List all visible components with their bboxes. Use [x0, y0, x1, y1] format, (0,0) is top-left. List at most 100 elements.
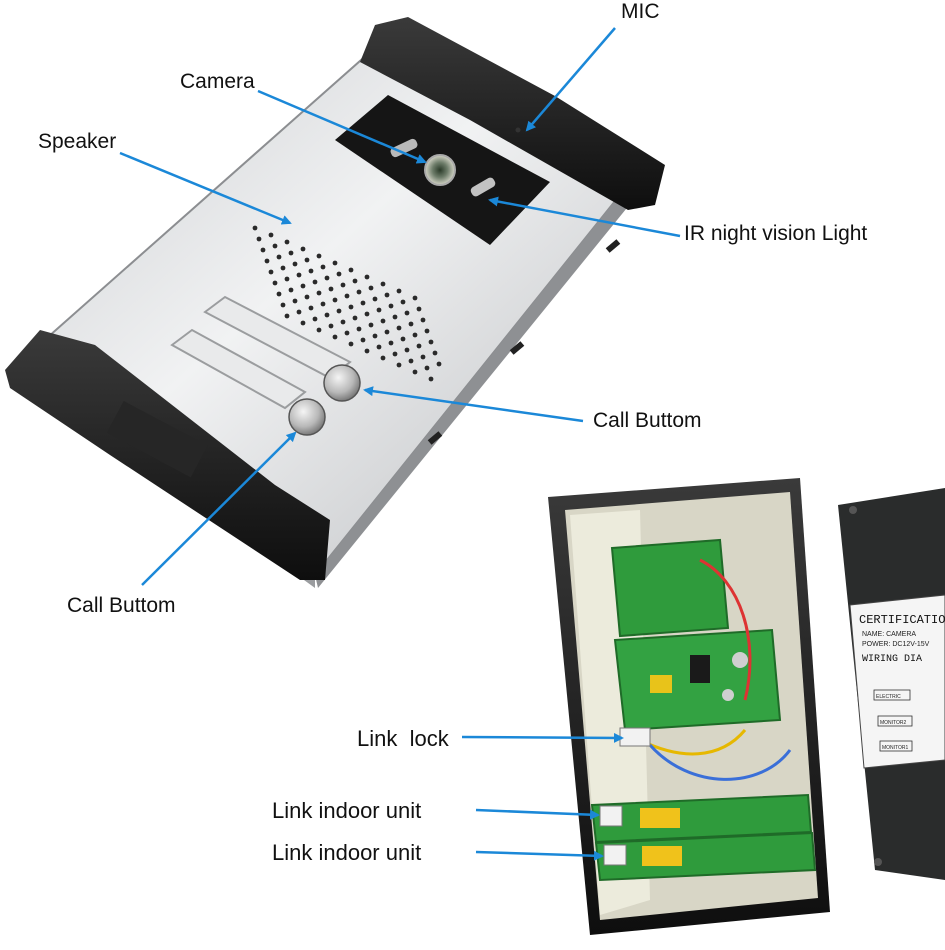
- certificate-power: POWER: DC12V-15V: [862, 641, 930, 648]
- speaker-hole: [436, 361, 442, 367]
- speaker-hole: [368, 285, 374, 291]
- call-button-left-label: Call Buttom: [67, 594, 176, 617]
- speaker-hole: [344, 293, 350, 299]
- speaker-hole: [296, 309, 302, 315]
- top-cap: [360, 17, 665, 210]
- speaker-hole: [420, 317, 426, 323]
- speaker-hole: [276, 254, 282, 260]
- speaker-hole: [264, 258, 270, 264]
- speaker-hole: [272, 243, 278, 249]
- camera-lens-icon: [424, 154, 456, 186]
- call-button-right-label: Call Buttom: [593, 409, 702, 432]
- speaker-hole: [348, 304, 354, 310]
- speaker-hole: [392, 314, 398, 320]
- speaker-hole: [308, 268, 314, 274]
- speaker-hole: [268, 269, 274, 275]
- speaker-hole: [312, 316, 318, 322]
- callout-arrows: [119, 27, 681, 861]
- speaker-hole: [416, 306, 422, 312]
- speaker-hole: [332, 260, 338, 266]
- speaker-hole: [380, 318, 386, 324]
- speaker-hole: [360, 300, 366, 306]
- speaker-hole: [372, 296, 378, 302]
- speaker-hole: [376, 344, 382, 350]
- link-indoor-unit-1-arrow: [475, 808, 600, 820]
- speaker-hole: [312, 279, 318, 285]
- speaker-hole: [252, 225, 258, 231]
- speaker-hole: [404, 310, 410, 316]
- call-button-left-arrow: [141, 431, 297, 586]
- speaker-hole: [288, 287, 294, 293]
- speaker-hole: [384, 292, 390, 298]
- speaker-hole: [336, 271, 342, 277]
- speaker-hole: [256, 236, 262, 242]
- speaker-hole: [376, 307, 382, 313]
- speaker-hole: [424, 365, 430, 371]
- speaker-hole: [276, 291, 282, 297]
- speaker-hole: [336, 308, 342, 314]
- speaker-hole: [356, 289, 362, 295]
- speaker-hole: [292, 298, 298, 304]
- speaker-hole: [332, 297, 338, 303]
- speaker-hole: [364, 311, 370, 317]
- speaker-hole: [372, 333, 378, 339]
- speaker-hole: [416, 343, 422, 349]
- speaker-hole: [268, 232, 274, 238]
- link-indoor-unit-1-label: Link indoor unit: [272, 798, 422, 823]
- speaker-hole: [396, 288, 402, 294]
- speaker-hole: [284, 276, 290, 282]
- speaker-hole: [360, 337, 366, 343]
- link-lock-connector: [619, 727, 651, 747]
- speaker-hole: [320, 264, 326, 270]
- speaker-hole: [288, 250, 294, 256]
- speaker-hole: [300, 320, 306, 326]
- speaker-hole: [260, 247, 266, 253]
- certificate-row-2: MONITOR2: [880, 720, 907, 726]
- link-indoor-unit-2-arrow: [475, 850, 604, 861]
- camera-pcb: [610, 538, 730, 638]
- speaker-arrow: [119, 151, 292, 225]
- speaker-hole: [404, 347, 410, 353]
- speaker-hole: [280, 265, 286, 271]
- speaker-hole: [364, 348, 370, 354]
- speaker-hole: [384, 329, 390, 335]
- ir-light-label: IR night vision Light: [684, 222, 868, 245]
- speaker-hole: [396, 325, 402, 331]
- camera-label: Camera: [180, 70, 255, 93]
- speaker-hole: [356, 326, 362, 332]
- speaker-hole: [300, 246, 306, 252]
- speaker-hole: [408, 321, 414, 327]
- mic-hole-icon: [515, 127, 521, 133]
- speaker-hole: [380, 355, 386, 361]
- call-button-left[interactable]: [288, 398, 326, 436]
- speaker-hole: [316, 327, 322, 333]
- speaker-hole: [308, 305, 314, 311]
- speaker-label: Speaker: [38, 130, 117, 153]
- indoor-link-board-2: [594, 831, 817, 882]
- certificate-row-3: MONITOR1: [882, 745, 909, 751]
- speaker-hole: [320, 301, 326, 307]
- speaker-hole: [304, 294, 310, 300]
- speaker-hole: [388, 303, 394, 309]
- speaker-hole: [380, 281, 386, 287]
- ir-light-arrow: [488, 196, 681, 238]
- speaker-hole: [400, 299, 406, 305]
- speaker-hole: [316, 290, 322, 296]
- speaker-hole: [420, 354, 426, 360]
- speaker-hole: [364, 274, 370, 280]
- speaker-hole: [328, 323, 334, 329]
- mic-arrow: [525, 27, 616, 132]
- call-button-right[interactable]: [323, 364, 361, 402]
- speaker-hole: [340, 319, 346, 325]
- speaker-hole: [428, 339, 434, 345]
- speaker-hole: [316, 253, 322, 259]
- speaker-hole: [300, 283, 306, 289]
- speaker-hole: [392, 351, 398, 357]
- speaker-hole: [324, 312, 330, 318]
- ir-light-icon: [470, 177, 496, 197]
- speaker-hole: [412, 332, 418, 338]
- indoor-link-board-1: [590, 793, 813, 844]
- speaker-hole: [328, 286, 334, 292]
- speaker-hole: [324, 275, 330, 281]
- link-indoor-unit-2-label: Link indoor unit: [272, 840, 422, 865]
